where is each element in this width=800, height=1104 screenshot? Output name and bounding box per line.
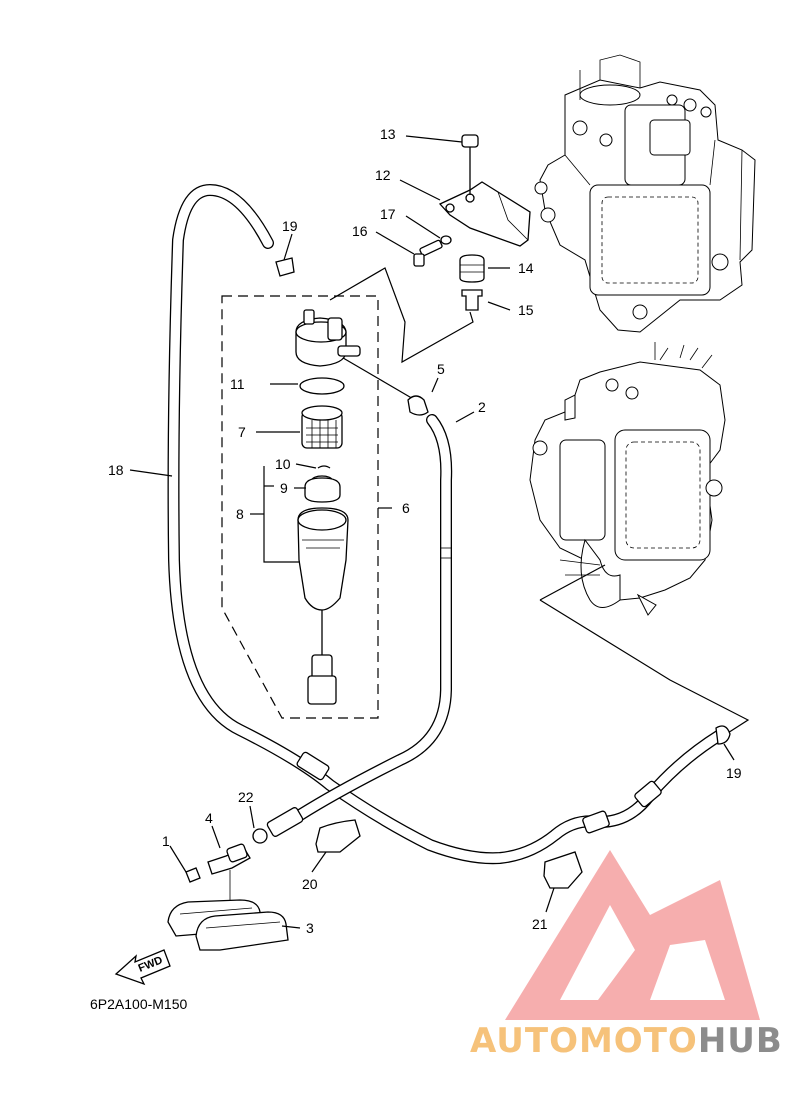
callout-15: 15 — [518, 302, 534, 318]
callout-20: 20 — [302, 876, 318, 892]
callout-7: 7 — [238, 424, 246, 440]
callout-11: 11 — [230, 376, 245, 392]
cover-3 — [167, 899, 289, 951]
callout-19-top: 19 — [282, 218, 298, 234]
callout-17: 17 — [380, 206, 396, 222]
filter-assembly-box — [221, 295, 379, 719]
callout-10: 10 — [275, 456, 291, 472]
callout-3: 3 — [306, 920, 314, 936]
callout-2: 2 — [478, 399, 486, 415]
callout-18: 18 — [108, 462, 124, 478]
callout-16: 16 — [352, 223, 368, 239]
callout-21: 21 — [532, 916, 548, 932]
diagram-code: 6P2A100-M150 — [90, 996, 188, 1012]
callout-leaders — [129, 135, 735, 929]
callout-4: 4 — [205, 810, 213, 826]
callout-6: 6 — [402, 500, 410, 516]
callout-5: 5 — [437, 361, 445, 377]
callout-8: 8 — [236, 506, 244, 522]
callout-12: 12 — [375, 167, 391, 183]
callout-19-right: 19 — [726, 765, 742, 781]
callout-1: 1 — [162, 833, 170, 849]
watermark-triangle-icon — [505, 850, 760, 1020]
watermark-part1: AUTOMOTO — [470, 1021, 698, 1061]
bracket-parts — [413, 134, 531, 311]
filter-parts — [295, 309, 361, 705]
callout-14: 14 — [518, 260, 534, 276]
fwd-arrow: FWD — [114, 949, 171, 986]
reference-lines — [329, 267, 750, 739]
watermark-brand: AUTOMOTOHUB — [470, 1021, 783, 1061]
callout-9: 9 — [280, 480, 288, 496]
hose-18 — [167, 183, 726, 865]
watermark-part2: HUB — [698, 1021, 783, 1061]
clips-and-fittings — [185, 257, 731, 910]
hose-2 — [266, 414, 453, 837]
callout-13: 13 — [380, 126, 396, 142]
callout-numbers: 13 12 17 16 19 14 15 11 5 2 7 10 9 18 6 … — [108, 126, 742, 936]
callout-22: 22 — [238, 789, 254, 805]
engine-block-upper — [534, 54, 756, 333]
watermark-logo — [505, 850, 760, 1020]
vapor-separator — [529, 342, 726, 616]
